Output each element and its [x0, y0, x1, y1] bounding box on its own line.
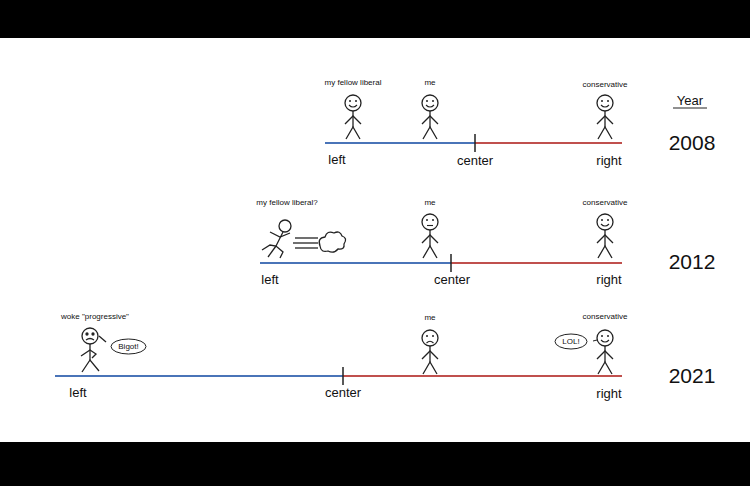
figure-label: woke "progressive" [61, 313, 129, 322]
figure-label: my fellow liberal [325, 79, 382, 88]
figure-label: me [424, 314, 435, 323]
axis-label: left [69, 386, 86, 400]
figure-label: conservative [583, 313, 628, 322]
figure-label: conservative [583, 199, 628, 208]
right-axis [451, 262, 622, 264]
bubble-tail [593, 340, 597, 341]
woke-figure [81, 328, 106, 372]
center-tick [474, 134, 476, 152]
year-label: 2021 [669, 364, 716, 387]
bubble-text: Bigot! [110, 342, 147, 351]
axis-label: center [457, 154, 493, 168]
left-axis [260, 262, 451, 264]
axis-label: right [596, 387, 621, 401]
left-axis [55, 375, 343, 377]
speech-bubble: Bigot! [110, 338, 147, 355]
left-axis [325, 142, 475, 144]
axis-label: right [596, 154, 621, 168]
right-axis [475, 142, 622, 144]
axis-label: center [325, 386, 361, 400]
axis-label: right [596, 273, 621, 287]
running-figure [262, 220, 346, 258]
figure-label: me [424, 199, 435, 208]
year-label: 2008 [669, 131, 716, 154]
axis-label: left [328, 153, 345, 167]
axis-label: center [434, 273, 470, 287]
figure-label: my fellow liberal? [256, 199, 317, 208]
figure-label: me [424, 79, 435, 88]
bubble-text: LOL! [554, 337, 588, 346]
center-tick [342, 367, 344, 385]
page-ground [0, 38, 750, 442]
year-heading: Year [677, 94, 703, 108]
year-label: 2012 [669, 250, 716, 273]
right-axis [343, 375, 622, 377]
figure-label: conservative [583, 81, 628, 90]
speech-bubble: LOL! [554, 333, 588, 350]
center-tick [450, 254, 452, 272]
axis-label: left [261, 273, 278, 287]
